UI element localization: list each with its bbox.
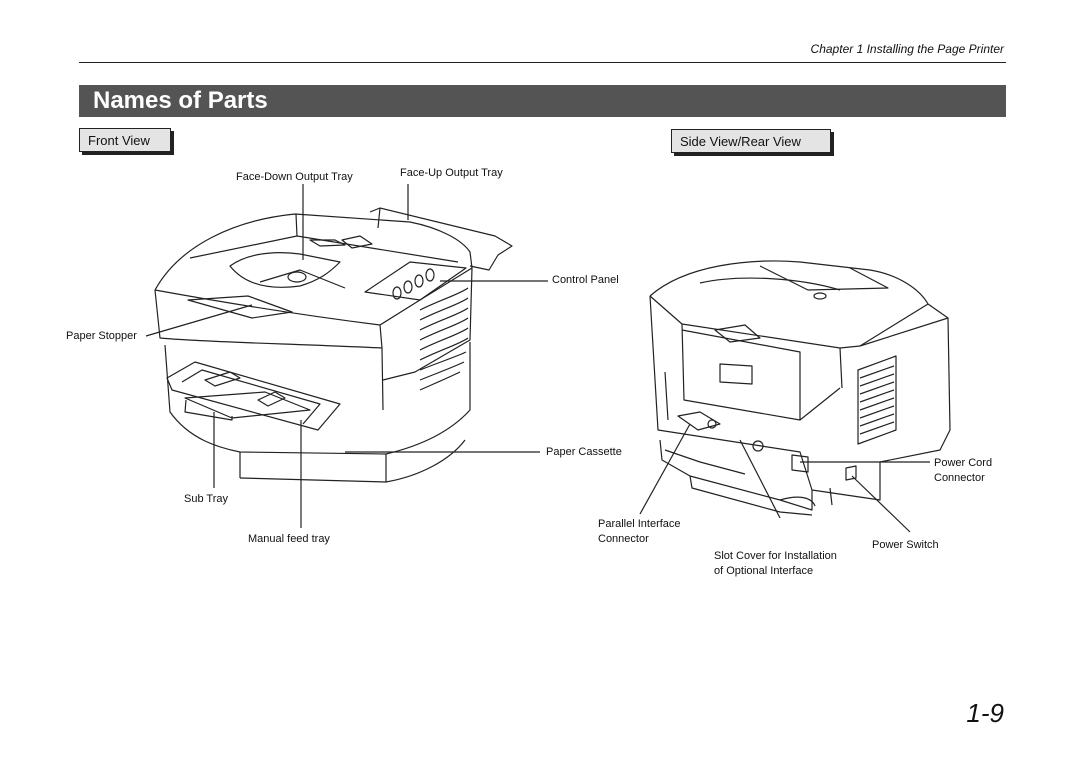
rear-printer-drawing bbox=[649, 260, 951, 516]
chapter-header: Chapter 1 Installing the Page Printer bbox=[810, 42, 1004, 56]
label-power-switch: Power Switch bbox=[872, 539, 939, 551]
label-paper-stopper: Paper Stopper bbox=[66, 330, 137, 342]
label-manual-feed-tray: Manual feed tray bbox=[248, 533, 330, 545]
header-rule bbox=[79, 62, 1006, 63]
label-slot-cover-line2: of Optional Interface bbox=[714, 565, 814, 577]
label-face-down-output-tray: Face-Down Output Tray bbox=[236, 171, 353, 183]
side-view-heading: Side View/Rear View bbox=[671, 129, 831, 153]
label-parallel-interface-line1: Parallel Interface bbox=[598, 518, 681, 530]
label-face-up-output-tray: Face-Up Output Tray bbox=[400, 167, 503, 179]
label-sub-tray: Sub Tray bbox=[184, 493, 229, 505]
front-printer-drawing bbox=[154, 207, 540, 483]
label-slot-cover-line1: Slot Cover for Installation bbox=[714, 550, 837, 562]
front-view-heading: Front View bbox=[79, 128, 171, 152]
label-power-cord-connector-line2: Connector bbox=[934, 472, 985, 484]
rear-leader-lines bbox=[639, 423, 930, 533]
label-power-cord-connector-line1: Power Cord bbox=[934, 457, 993, 469]
label-paper-cassette: Paper Cassette bbox=[546, 446, 622, 458]
label-parallel-interface-line2: Connector bbox=[598, 533, 649, 545]
page-number: 1-9 bbox=[966, 698, 1004, 728]
front-leader-lines bbox=[145, 184, 548, 528]
page-title: Names of Parts bbox=[79, 85, 1006, 117]
label-control-panel: Control Panel bbox=[552, 274, 619, 286]
